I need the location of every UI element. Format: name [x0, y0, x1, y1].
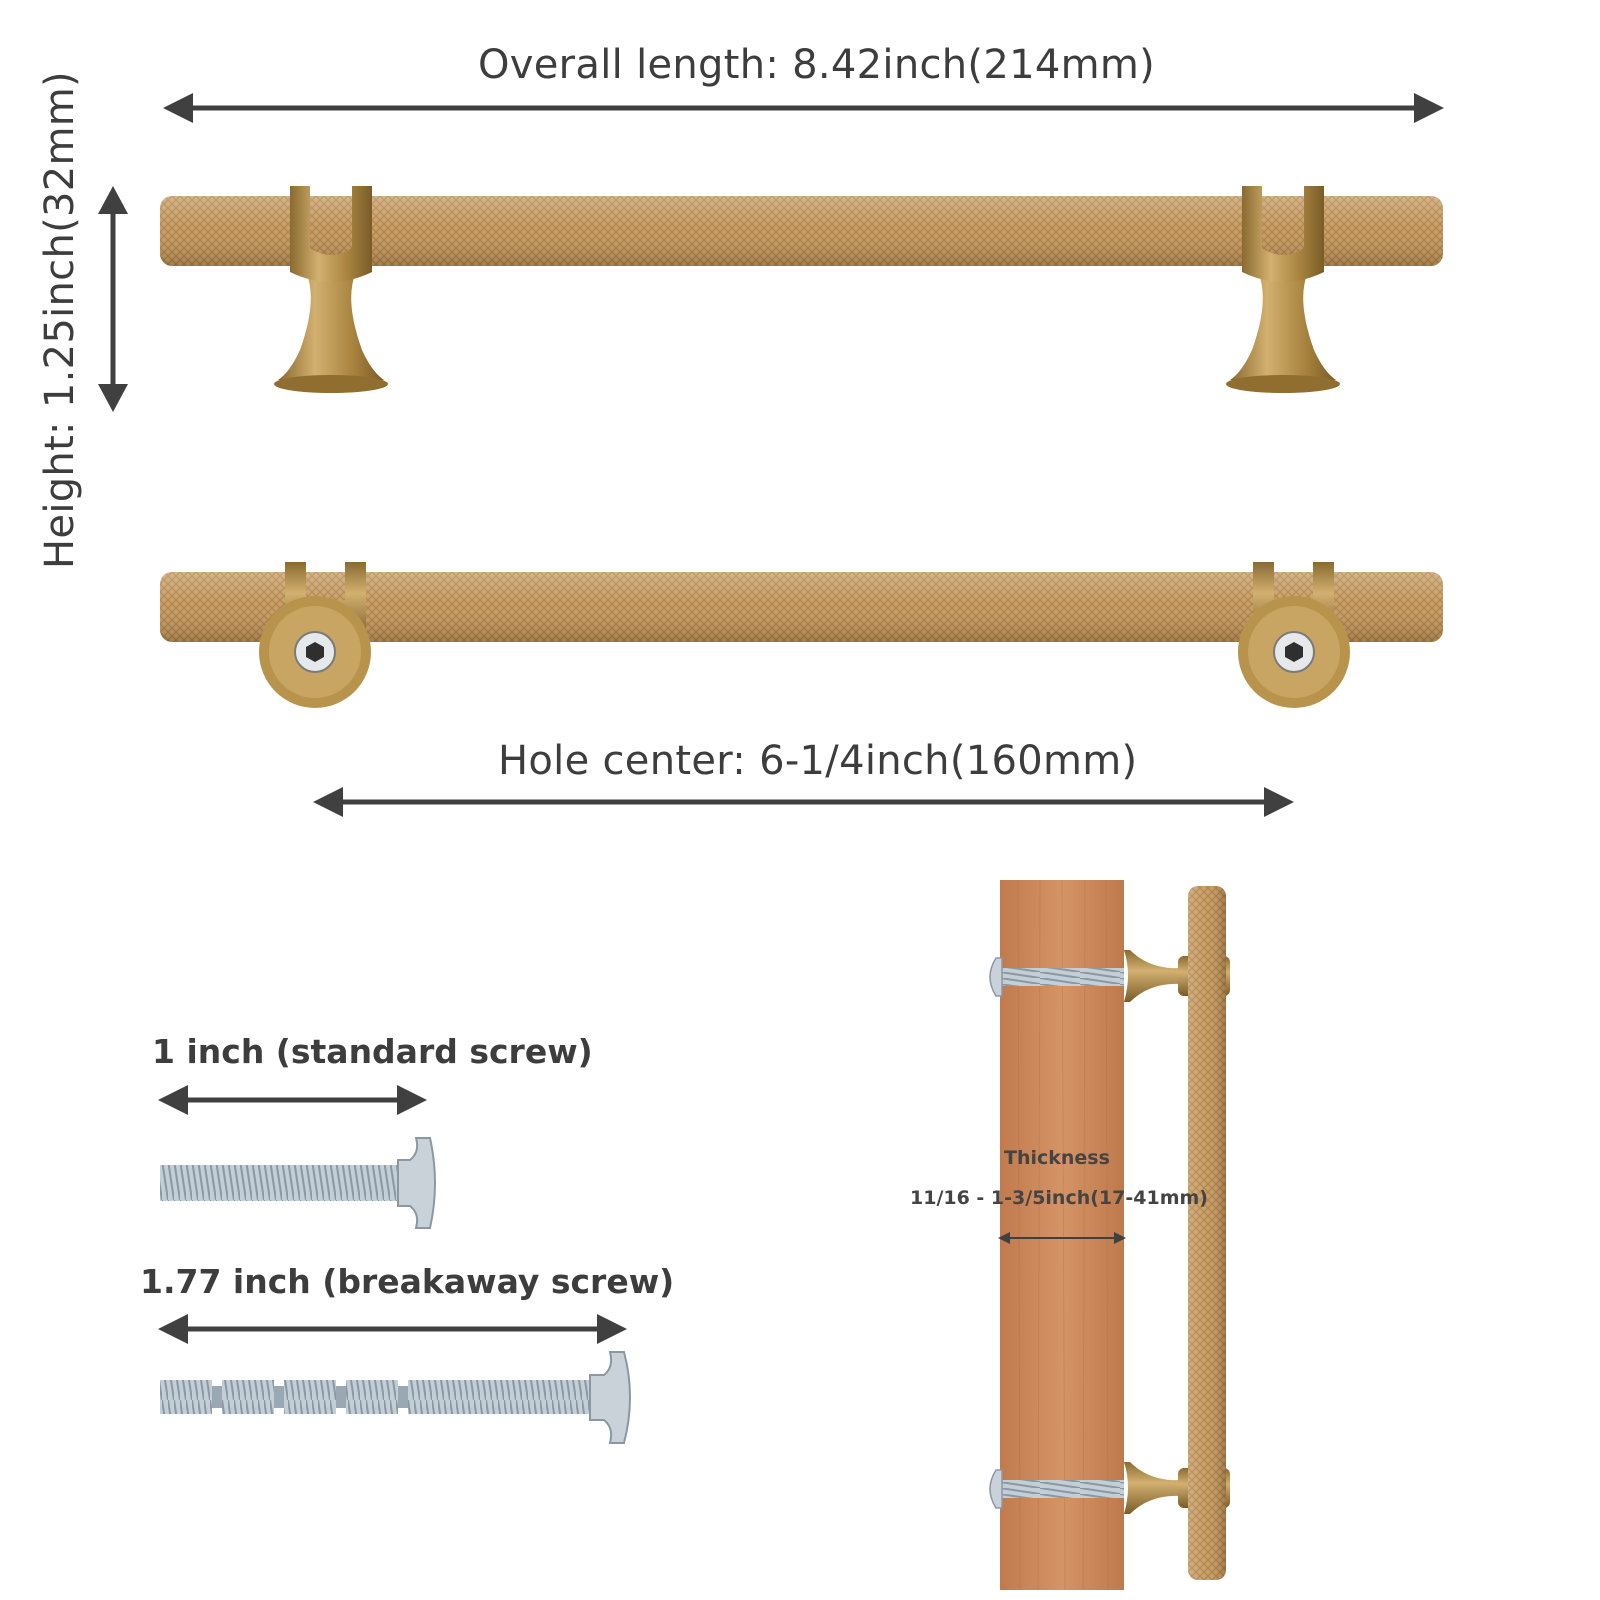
- standard-screw: [160, 1137, 436, 1229]
- hole-center-label: Hole center: 6-1/4inch(160mm): [498, 738, 1138, 784]
- overall-length-arrow: [163, 93, 1444, 123]
- breakaway-screw: [160, 1351, 631, 1444]
- standard-screw-label: 1 inch (standard screw): [152, 1032, 593, 1071]
- height-arrow: [98, 186, 128, 412]
- thickness-title: Thickness: [1004, 1147, 1110, 1169]
- handle-side-view: [160, 186, 1443, 393]
- height-label: Height: 1.25inch(32mm): [37, 71, 83, 569]
- overall-length-label: Overall length: 8.42inch(214mm): [478, 42, 1156, 88]
- thickness-range: 11/16 - 1-3/5inch(17-41mm): [910, 1187, 1208, 1209]
- installation-view: [989, 879, 1230, 1591]
- handle-front-view: [160, 562, 1443, 708]
- breakaway-screw-label: 1.77 inch (breakaway screw): [140, 1262, 675, 1301]
- breakaway-screw-arrow: [158, 1314, 627, 1344]
- hole-center-arrow: [313, 787, 1294, 817]
- standard-screw-arrow: [158, 1085, 427, 1115]
